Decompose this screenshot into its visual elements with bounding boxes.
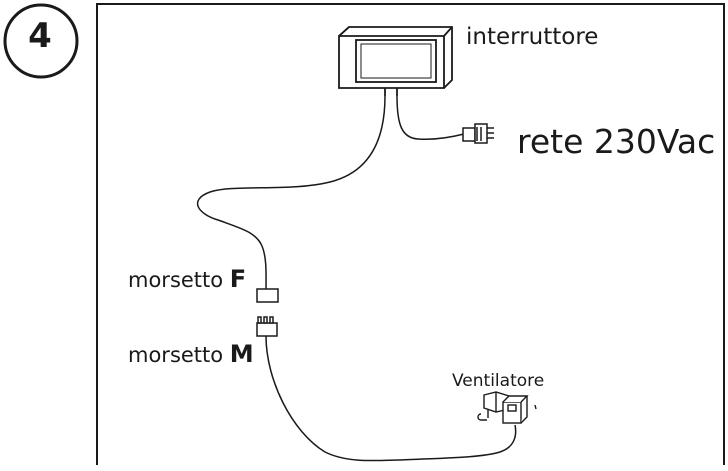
fan-label: Ventilatore: [452, 371, 545, 391]
frame-border: [96, 3, 725, 465]
terminal-m-label: morsetto M: [128, 342, 254, 366]
terminal-f-cable: [196, 95, 386, 291]
terminal-m-prefix: morsetto: [128, 343, 230, 367]
step-number: 4: [28, 16, 52, 56]
plug-icon: [462, 123, 494, 144]
terminal-f-block: [256, 288, 279, 303]
mains-label: rete 230Vac: [517, 122, 716, 161]
switch-box-icon: [338, 26, 453, 96]
terminal-m-letter: M: [229, 340, 254, 368]
switch-label: interruttore: [466, 24, 599, 50]
mains-cable: [396, 95, 465, 140]
terminal-f-prefix: morsetto: [128, 268, 230, 292]
terminal-f-letter: F: [229, 265, 247, 293]
fan-unit-icon: [477, 391, 537, 424]
terminal-m-block: [256, 316, 278, 337]
terminal-f-label: morsetto F: [128, 267, 246, 291]
fan-cable: [265, 335, 517, 462]
step-badge-circle: [3, 3, 79, 79]
